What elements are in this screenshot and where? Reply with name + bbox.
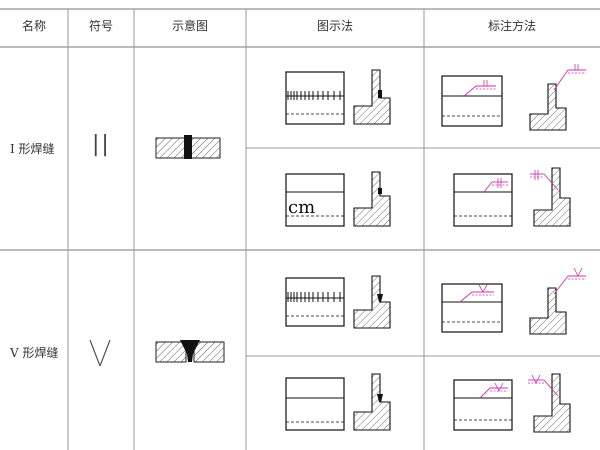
marking-v-weld-side: [453, 373, 571, 433]
header-schematic: 示意图: [171, 18, 208, 33]
row-name-v-weld: V 形焊缝: [10, 346, 59, 360]
note-cm: cm: [288, 197, 316, 218]
schematic-v-weld-icon: [155, 340, 225, 363]
header-symbol: 符号: [88, 18, 113, 33]
diagram-v-weld-front: [285, 275, 391, 329]
diagram-i-weld-front: [285, 69, 391, 125]
diagram-v-weld-side: [285, 373, 391, 431]
header-name: 名称: [21, 18, 46, 33]
marking-v-weld-front: [441, 267, 586, 335]
symbol-v-weld-icon: [89, 339, 111, 367]
symbol-i-weld: ||: [92, 132, 111, 157]
header-marking-method: 标注方法: [487, 18, 536, 33]
header-diagram-method: 图示法: [316, 18, 353, 33]
diagram-i-weld-side: [285, 171, 391, 227]
row-name-i-weld: I 形焊缝: [10, 142, 55, 156]
marking-i-weld-side: [453, 167, 571, 227]
marking-i-weld-front: [441, 64, 586, 131]
schematic-i-weld-icon: [155, 135, 221, 159]
